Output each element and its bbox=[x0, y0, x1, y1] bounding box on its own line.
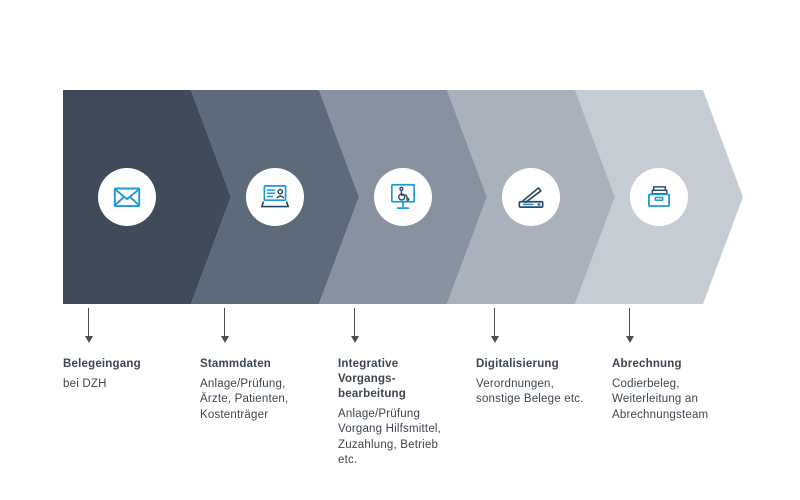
step-label-5: Abrechnung Codierbeleg, Weiterleitung an… bbox=[612, 357, 746, 423]
step-title: Stammdaten bbox=[200, 358, 272, 370]
step-title: Integrative Vorgangs- bearbeitung bbox=[338, 358, 407, 400]
connector-arrow-3 bbox=[350, 308, 359, 343]
step-title: Abrechnung bbox=[612, 358, 682, 370]
step-description: bei DZH bbox=[63, 377, 107, 390]
mail-icon bbox=[98, 168, 156, 226]
connector-arrow-2 bbox=[220, 308, 229, 343]
step-title: Digitalisierung bbox=[476, 358, 559, 370]
step-label-2: Stammdaten Anlage/Prüfung, Ärzte, Patien… bbox=[200, 357, 334, 423]
step-label-1: Belegeingang bei DZH bbox=[63, 357, 197, 392]
connector-arrow-4 bbox=[490, 308, 499, 343]
archive-box-icon bbox=[630, 168, 688, 226]
scanner-icon bbox=[502, 168, 560, 226]
id-card-laptop-icon bbox=[246, 168, 304, 226]
chevron-step-1 bbox=[63, 90, 231, 304]
step-description: Codierbeleg, Weiterleitung an Abrechnung… bbox=[612, 377, 709, 421]
step-description: Anlage/Prüfung Vorgang Hilfsmittel, Zuza… bbox=[338, 407, 442, 467]
step-label-3: Integrative Vorgangs- bearbeitung Anlage… bbox=[338, 357, 472, 469]
connector-arrow-5 bbox=[625, 308, 634, 343]
step-title: Belegeingang bbox=[63, 358, 141, 370]
step-label-4: Digitalisierung Verordnungen, sonstige B… bbox=[476, 357, 610, 408]
chevron-step-2 bbox=[191, 90, 359, 304]
step-description: Anlage/Prüfung, Ärzte, Patienten, Kosten… bbox=[200, 377, 289, 421]
step-description: Verordnungen, sonstige Belege etc. bbox=[476, 377, 584, 406]
wheelchair-monitor-icon bbox=[374, 168, 432, 226]
connector-arrow-1 bbox=[84, 308, 93, 343]
